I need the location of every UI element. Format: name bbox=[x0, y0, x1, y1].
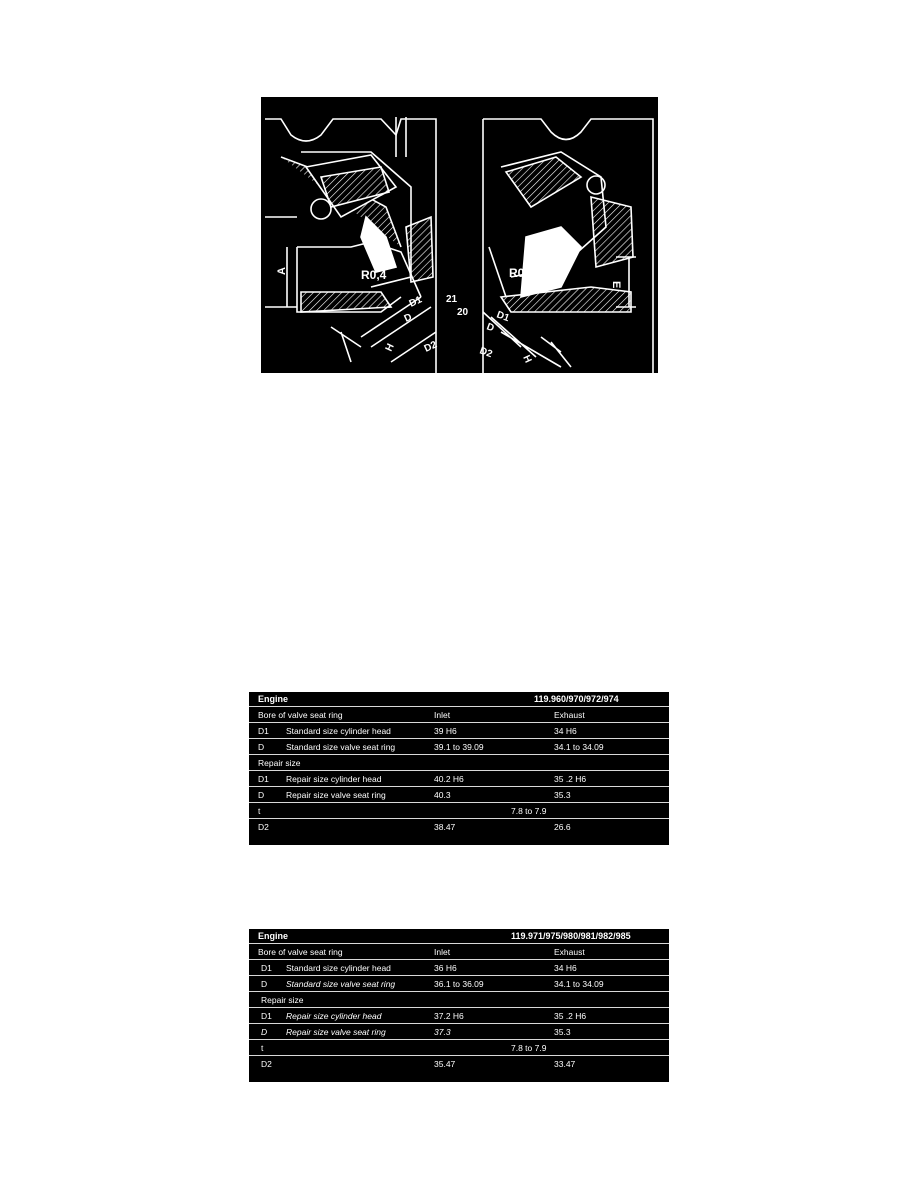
table-row: D Standard size valve seat ring 39.1 to … bbox=[249, 740, 669, 755]
label-radius-left: R0,4 bbox=[361, 268, 387, 282]
row-description: Repair size cylinder head bbox=[286, 1011, 382, 1021]
exhaust-value: 34.1 to 34.09 bbox=[554, 742, 604, 752]
table-row: D Standard size valve seat ring 36.1 to … bbox=[249, 977, 669, 992]
engine-value: 119.960/970/972/974 bbox=[534, 694, 619, 704]
table-row: D Repair size valve seat ring 37.3 35.3 bbox=[249, 1025, 669, 1040]
table-row: Bore of valve seat ring Inlet Exhaust bbox=[249, 945, 669, 960]
valve-seat-cross-section-figure: A E R0,4 R0,4 D1 D D2 H 21 20 D1 D D2 H bbox=[261, 97, 658, 373]
row-code: D bbox=[258, 742, 265, 752]
table-row: D1 Standard size cylinder head 36 H6 34 … bbox=[249, 961, 669, 976]
table-header-row: Engine 119.960/970/972/974 bbox=[249, 692, 669, 707]
t-label: t bbox=[258, 806, 261, 816]
cross-section-drawing: A E R0,4 R0,4 D1 D D2 H 21 20 D1 D D2 H bbox=[265, 97, 654, 373]
exhaust-value: 35.3 bbox=[554, 1027, 571, 1037]
inlet-value: 40.3 bbox=[434, 790, 451, 800]
exhaust-value: 26.6 bbox=[554, 822, 571, 832]
row-description: Standard size cylinder head bbox=[286, 726, 391, 736]
table-row: Repair size bbox=[249, 756, 669, 771]
label-H-left: H bbox=[384, 342, 397, 353]
row-description: Standard size valve seat ring bbox=[286, 979, 396, 989]
table-row: Repair size bbox=[249, 993, 669, 1008]
inlet-value: 39 H6 bbox=[434, 726, 457, 736]
label-angle-20: 20 bbox=[457, 307, 469, 318]
t-label: t bbox=[261, 1043, 264, 1053]
column-exhaust: Exhaust bbox=[554, 947, 585, 957]
row-code: D1 bbox=[261, 1011, 272, 1021]
table-row: D Repair size valve seat ring 40.3 35.3 bbox=[249, 788, 669, 803]
table-row: D1 Repair size cylinder head 37.2 H6 35 … bbox=[249, 1009, 669, 1024]
exhaust-value: 34.1 to 34.09 bbox=[554, 979, 604, 989]
inlet-value: 38.47 bbox=[434, 822, 456, 832]
row-code: D1 bbox=[258, 726, 269, 736]
d2-label: D2 bbox=[261, 1059, 272, 1069]
t-value: 7.8 to 7.9 bbox=[511, 1043, 547, 1053]
repair-size-label: Repair size bbox=[258, 758, 301, 768]
exhaust-value: 34 H6 bbox=[554, 726, 577, 736]
row-description: Repair size valve seat ring bbox=[286, 790, 386, 800]
inlet-value: 37.2 H6 bbox=[434, 1011, 464, 1021]
exhaust-value: 35 .2 H6 bbox=[554, 774, 587, 784]
row-code: D1 bbox=[258, 774, 269, 784]
row-code: D bbox=[261, 1027, 268, 1037]
table-row: t 7.8 to 7.9 bbox=[249, 1041, 669, 1056]
bore-label: Bore of valve seat ring bbox=[258, 710, 343, 720]
row-code: D bbox=[261, 979, 268, 989]
valve-seat-table-2: Engine 119.971/975/980/981/982/985 Bore … bbox=[249, 929, 669, 1082]
table-row: t 7.8 to 7.9 bbox=[249, 804, 669, 819]
table-row: D2 38.47 26.6 bbox=[249, 820, 669, 834]
column-inlet: Inlet bbox=[434, 710, 451, 720]
label-radius-right: R0,4 bbox=[509, 266, 535, 280]
row-description: Standard size valve seat ring bbox=[286, 742, 396, 752]
inlet-value: 40.2 H6 bbox=[434, 774, 464, 784]
inlet-value: 36 H6 bbox=[434, 963, 457, 973]
inlet-value: 37.3 bbox=[434, 1027, 451, 1037]
row-description: Repair size cylinder head bbox=[286, 774, 382, 784]
label-D1-right: D1 bbox=[495, 309, 511, 324]
bore-label: Bore of valve seat ring bbox=[258, 947, 343, 957]
exhaust-value: 35 .2 H6 bbox=[554, 1011, 587, 1021]
table-row: Bore of valve seat ring Inlet Exhaust bbox=[249, 708, 669, 723]
exhaust-value: 34 H6 bbox=[554, 963, 577, 973]
table-row: D1 Repair size cylinder head 40.2 H6 35 … bbox=[249, 772, 669, 787]
row-description: Standard size cylinder head bbox=[286, 963, 391, 973]
exhaust-value: 33.47 bbox=[554, 1059, 576, 1069]
label-D1-left: D1 bbox=[408, 294, 425, 310]
inlet-value: 36.1 to 36.09 bbox=[434, 979, 484, 989]
row-description: Repair size valve seat ring bbox=[286, 1027, 386, 1037]
label-D2-right: D2 bbox=[478, 345, 494, 360]
repair-size-label: Repair size bbox=[261, 995, 304, 1005]
right-head-section bbox=[482, 118, 654, 373]
table-header-row: Engine 119.971/975/980/981/982/985 bbox=[249, 929, 669, 944]
t-value: 7.8 to 7.9 bbox=[511, 806, 547, 816]
column-inlet: Inlet bbox=[434, 947, 451, 957]
left-head-section bbox=[265, 117, 437, 373]
label-D-left: D bbox=[403, 312, 414, 325]
engine-label: Engine bbox=[258, 694, 289, 704]
inlet-value: 39.1 to 39.09 bbox=[434, 742, 484, 752]
row-code: D1 bbox=[261, 963, 272, 973]
table-row: D1 Standard size cylinder head 39 H6 34 … bbox=[249, 724, 669, 739]
label-H-right: H bbox=[520, 354, 533, 365]
table-row: D2 35.47 33.47 bbox=[249, 1057, 669, 1071]
engine-value: 119.971/975/980/981/982/985 bbox=[511, 931, 631, 941]
label-E: E bbox=[610, 281, 622, 288]
inlet-value: 35.47 bbox=[434, 1059, 456, 1069]
label-D2-left: D2 bbox=[423, 339, 440, 355]
column-exhaust: Exhaust bbox=[554, 710, 585, 720]
d2-label: D2 bbox=[258, 822, 269, 832]
valve-seat-table-1: Engine 119.960/970/972/974 Bore of valve… bbox=[249, 692, 669, 845]
row-code: D bbox=[258, 790, 265, 800]
label-D-right: D bbox=[485, 321, 496, 334]
exhaust-value: 35.3 bbox=[554, 790, 571, 800]
label-angle-21: 21 bbox=[446, 294, 458, 305]
label-A: A bbox=[276, 267, 288, 275]
center-divider bbox=[457, 97, 479, 373]
engine-label: Engine bbox=[258, 931, 289, 941]
